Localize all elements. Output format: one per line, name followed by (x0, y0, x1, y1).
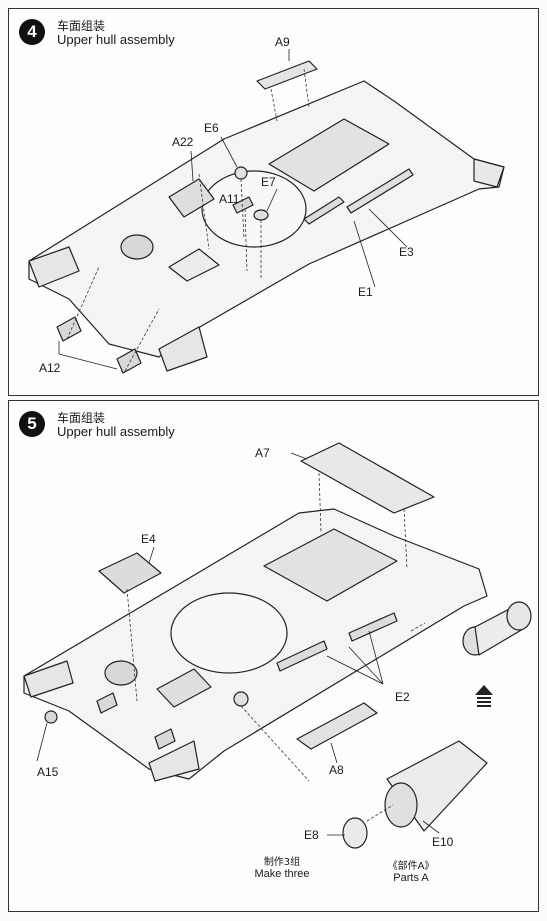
make-three-en: Make three (254, 868, 310, 880)
step-number-badge: 4 (19, 19, 45, 45)
step-4-panel: 4 车面组装 Upper hull assembly (8, 8, 539, 396)
part-label-e4: E4 (141, 532, 156, 546)
part-label-e7: E7 (261, 175, 276, 189)
parts-a-note: 《部件A》 Parts A (371, 857, 451, 884)
make-three-cn: 制作3组 (263, 857, 301, 868)
part-label-e2: E2 (395, 690, 410, 704)
part-label-e1: E1 (358, 285, 373, 299)
hull-drawing-step5 (23, 442, 532, 849)
parts-a-cn: 《部件A》 (387, 861, 435, 872)
part-label-a22: A22 (172, 135, 194, 149)
step-5-panel: 5 车面组装 Upper hull assembly (8, 400, 539, 912)
part-label-a15: A15 (37, 765, 59, 779)
part-label-e3: E3 (399, 245, 414, 259)
step-number-badge: 5 (19, 411, 45, 437)
part-label-e6: E6 (204, 121, 219, 135)
part-label-a12: A12 (39, 361, 61, 375)
step-title-en: Upper hull assembly (57, 424, 175, 439)
part-label-e10: E10 (432, 835, 454, 849)
part-label-a7: A7 (255, 446, 270, 460)
direction-arrow-icon (475, 685, 493, 707)
part-label-e8: E8 (304, 828, 319, 842)
make-three-note: 制作3组 Make three (237, 853, 327, 880)
step-title-cn: 车面组装 (57, 19, 106, 33)
part-label-a11: A11 (219, 192, 240, 206)
parts-a-en: Parts A (393, 872, 429, 884)
part-label-a9: A9 (275, 35, 290, 49)
part-label-a8: A8 (329, 763, 344, 777)
hull-drawing-step4 (28, 49, 505, 374)
step-title-en: Upper hull assembly (57, 32, 175, 47)
step-title-cn: 车面组装 (57, 411, 106, 425)
